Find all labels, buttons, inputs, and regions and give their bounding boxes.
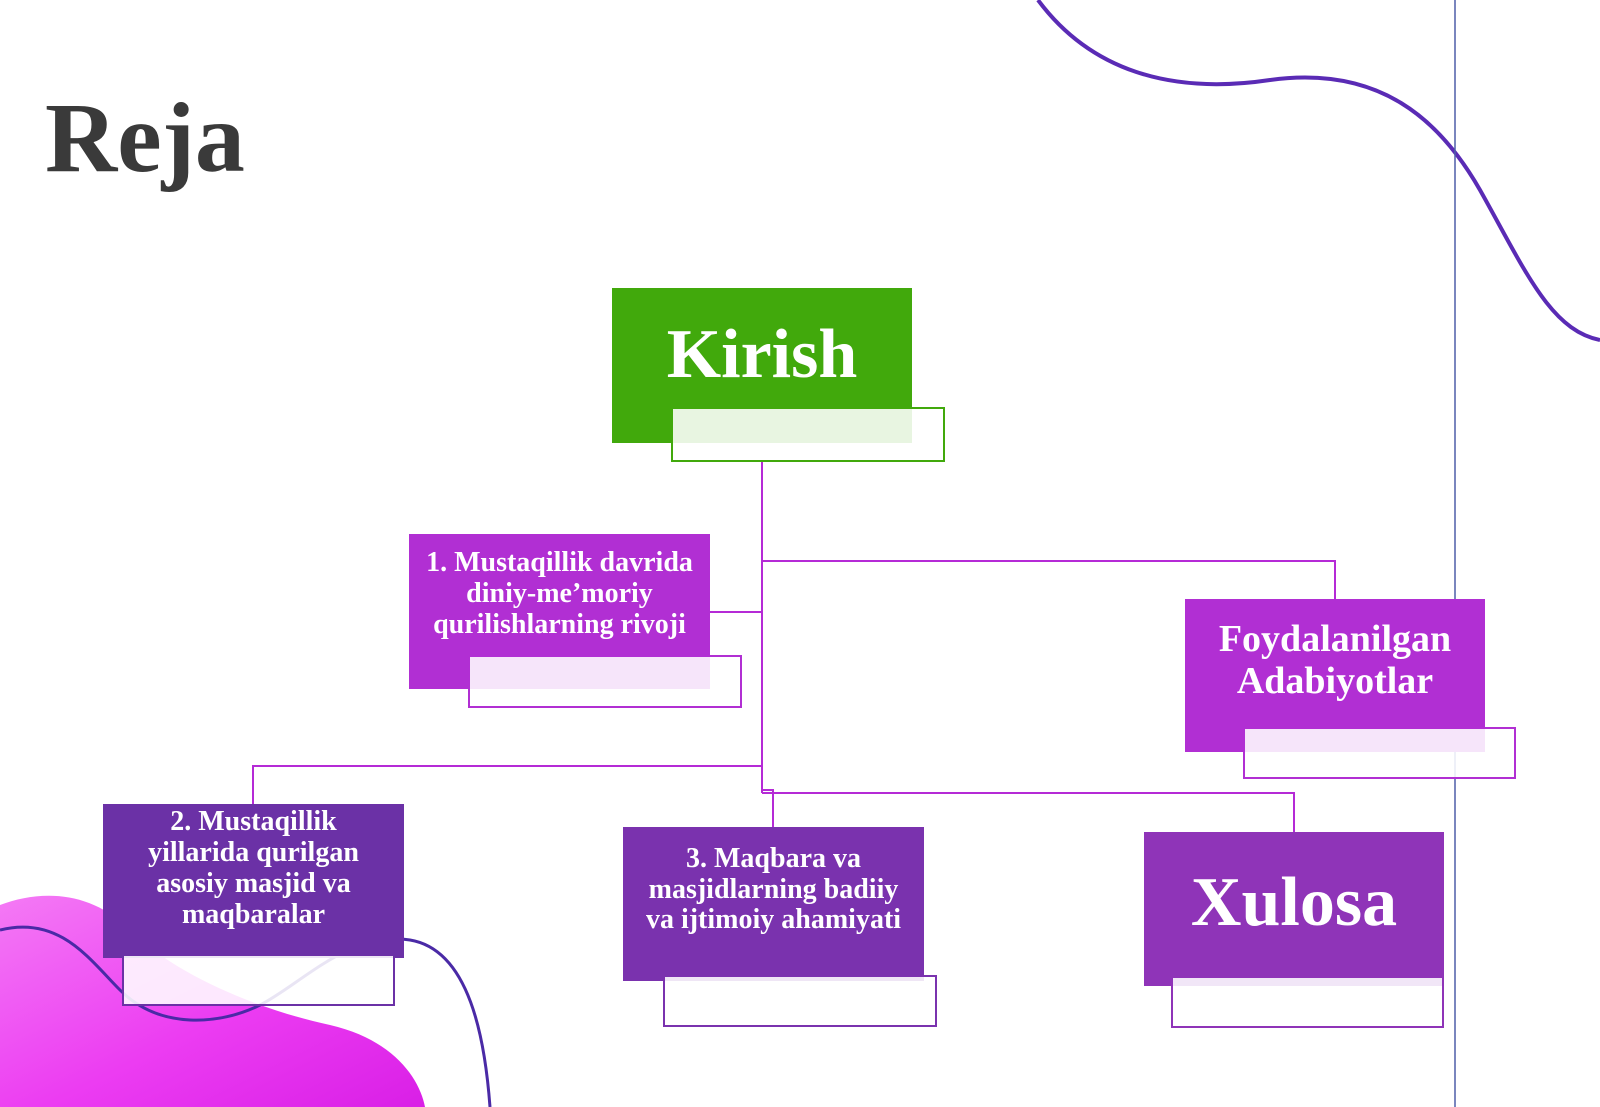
page-title: Reja bbox=[45, 82, 245, 193]
connector-to-xulosa bbox=[762, 792, 1295, 832]
node-foydalanilgan-adabiyotlar-label: Foydalanilgan Adabiyotlar bbox=[1218, 617, 1452, 702]
node-mustaqillik-davrida-label: 1. Mustaqillik davrida diniy-me’moriy qu… bbox=[426, 547, 693, 640]
node-xulosa-subbox bbox=[1171, 976, 1444, 1028]
node-badiiy-ahamiyati[interactable]: 3. Maqbara va masjidlarning badiiy va ij… bbox=[623, 827, 924, 981]
node-foydalanilgan-adabiyotlar[interactable]: Foydalanilgan Adabiyotlar bbox=[1185, 599, 1485, 752]
connector-to-node-2 bbox=[252, 765, 762, 804]
connector-to-node-3 bbox=[762, 789, 774, 827]
connector-to-foydalanilgan bbox=[762, 560, 1336, 599]
node-badiiy-ahamiyati-label: 3. Maqbara va masjidlarning badiiy va ij… bbox=[645, 842, 902, 936]
node-badiiy-ahamiyati-subbox bbox=[663, 975, 937, 1027]
node-masjid-va-maqbaralar-subbox bbox=[122, 954, 395, 1006]
node-kirish-label: Kirish bbox=[666, 316, 858, 393]
node-xulosa-label: Xulosa bbox=[1190, 863, 1398, 941]
node-mustaqillik-davrida-subbox bbox=[468, 655, 742, 708]
node-kirish-subbox bbox=[671, 407, 945, 462]
node-masjid-va-maqbaralar[interactable]: 2. Mustaqillik yillarida qurilgan asosiy… bbox=[103, 804, 404, 958]
node-masjid-va-maqbaralar-label: 2. Mustaqillik yillarida qurilgan asosiy… bbox=[148, 806, 359, 930]
node-xulosa[interactable]: Xulosa bbox=[1144, 832, 1444, 986]
wave-line-top-right bbox=[1036, 0, 1600, 342]
node-foydalanilgan-adabiyotlar-subbox bbox=[1243, 727, 1516, 779]
